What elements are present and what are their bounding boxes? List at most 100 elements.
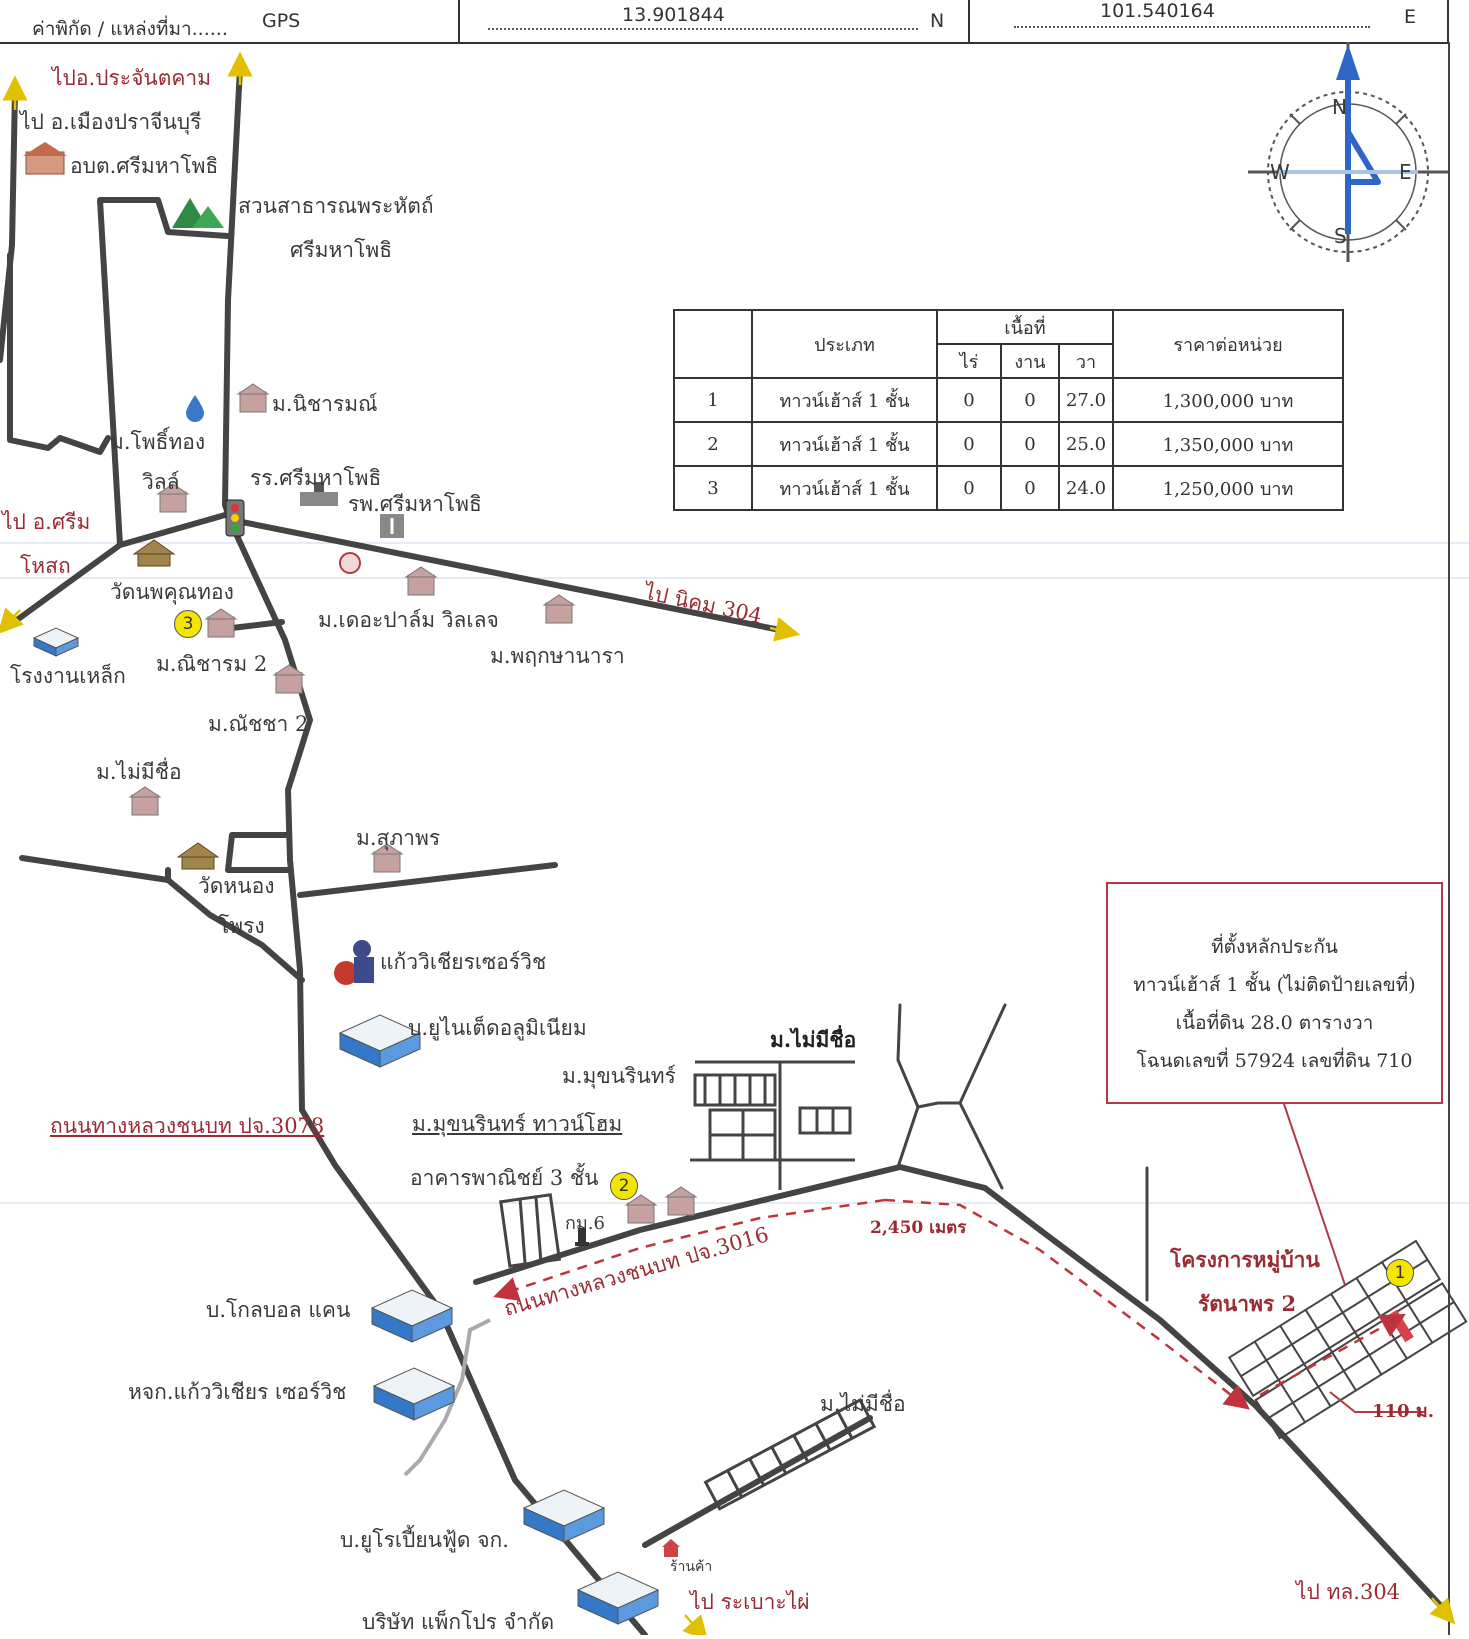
label-pakpro: บริษัท แพ็กโปร จำกัด — [362, 1610, 555, 1634]
road-bottom-branch — [642, 1415, 873, 1548]
label-steel: โรงงานเหล็ก — [10, 664, 126, 688]
label-nicharom: ม.นิชารมณ์ — [272, 392, 378, 416]
coordinate-source: GPS — [262, 10, 301, 32]
road-wat-nong — [19, 855, 305, 983]
label-phothong: ม.โพธิ์ทอง — [110, 430, 206, 454]
label-mukarin: ม.มุขนรินทร์ — [562, 1064, 676, 1088]
temple-icon — [132, 539, 176, 567]
table-row: 3 ทาวน์เฮ้าส์ 1 ชั้น 0 0 24.0 1,250,000 … — [673, 465, 1344, 511]
label-phruksa: ม.พฤกษานารา — [490, 644, 625, 668]
km-post-icon — [575, 1228, 589, 1246]
label-road-3078: ถนนทางหลวงชนบท ปจ.3078 — [50, 1114, 325, 1138]
coordinate-bar: ค่าพิกัด / แหล่งที่มา...... GPS 13.90184… — [0, 0, 1449, 44]
label-wat-nong-2: โพรง — [218, 914, 265, 938]
label-villa: วิลล์ — [142, 470, 180, 494]
gas-station-icon — [186, 395, 204, 422]
label-to-si-2: โหสถ — [20, 554, 71, 578]
label-to-prachantakham: ไปอ.ประจันตคาม — [52, 66, 212, 90]
col-area-header: เนื้อที่ — [936, 309, 1114, 345]
label-shop: ร้านค้า — [670, 1559, 713, 1575]
label-mukarin-townhome: ม.มุขนรินทร์ ทาวน์โฮม — [412, 1112, 623, 1136]
house-icon — [204, 608, 238, 638]
factory-icon — [370, 1289, 454, 1343]
box-pointer — [1283, 1103, 1346, 1286]
road-wat-loop — [225, 832, 293, 873]
road-spur-c — [958, 1003, 1007, 1105]
label-distance-2450: 2,450 เมตร — [870, 1218, 967, 1238]
mechanic-icon — [334, 940, 374, 985]
road-east-supaporn — [297, 862, 558, 898]
label-kaew-ltd: หจก.แก้ววิเชียร เซอร์วิช — [128, 1380, 347, 1404]
collateral-line-3: เนื้อที่ดิน 28.0 ตารางวา — [1175, 1012, 1374, 1034]
label-supaporn: ม.สุภาพร — [356, 826, 441, 850]
label-mai-mi-2: ม.ไม่มีชื่อ — [770, 1027, 857, 1052]
label-euro-food: บ.ยูโรเปี้ยนฟู้ด จก. — [340, 1528, 509, 1552]
road-spur-nicharom2 — [229, 619, 285, 631]
road-west-outer — [0, 87, 18, 363]
label-mai-mi-1: ม.ไม่มีชื่อ — [96, 760, 182, 784]
road-spur-a — [896, 1101, 1004, 1190]
label-wat-nong-1: วัดหนอง — [198, 874, 275, 898]
latitude-cell: 13.901844 N — [460, 0, 970, 42]
collateral-location-box: ที่ตั้งหลักประกัน ทาวน์เฮ้าส์ 1 ชั้น (ไม… — [1106, 882, 1443, 1104]
route-dashed-3016 — [493, 1198, 886, 1301]
label-km6: กม.6 — [565, 1213, 605, 1234]
factory-icons — [32, 627, 660, 1625]
label-to-si-1: ไป อ.ศรีม — [2, 510, 91, 534]
house-icon — [236, 383, 270, 413]
marker-3: 3 — [174, 610, 202, 638]
collateral-line-4: โฉนดเลขที่ 57924 เลขที่ดิน 710 — [1136, 1050, 1413, 1072]
coordinate-source-cell: ค่าพิกัด / แหล่งที่มา...... GPS — [0, 0, 460, 42]
col-type-header: ประเภท — [751, 309, 938, 379]
distance-110-leader — [1329, 1391, 1425, 1413]
label-commercial: อาคารพาณิชย์ 3 ชั้น — [410, 1166, 599, 1190]
label-to-mueang-prachin: ไป อ.เมืองปราจีนบุรี — [20, 110, 202, 134]
marker-2: 2 — [610, 1172, 638, 1200]
col-ngan-header: งาน — [1000, 343, 1060, 379]
label-mai-mi-3: ม.ไม่มีชื่อ — [820, 1392, 906, 1416]
compass-north: N — [1332, 95, 1347, 119]
factory-icon — [32, 627, 80, 657]
hospital-icon — [380, 514, 404, 538]
house-icon — [664, 1186, 698, 1216]
label-hospital: รพ.ศรีมหาโพธิ — [348, 492, 482, 516]
tree-icon — [172, 198, 224, 228]
house-icon — [156, 483, 190, 513]
latitude-suffix: N — [930, 10, 945, 32]
label-distance-110: 110 ม. — [1372, 1401, 1434, 1422]
temple-icon — [176, 842, 220, 870]
temple-icons — [132, 539, 220, 870]
col-price-header: ราคาต่อหน่วย — [1112, 309, 1344, 379]
label-to-rabob: ไป ระเบาะไผ่ — [690, 1590, 810, 1614]
label-united-alu: บ.ยูไนเต็ดอลูมิเนียม — [408, 1016, 587, 1040]
house-icons — [128, 383, 698, 1224]
label-park-1: สวนสาธารณพระหัตถ์ — [238, 194, 434, 218]
factory-icon — [338, 1014, 422, 1068]
road-west-loop — [97, 197, 231, 548]
factory-icon — [576, 1571, 660, 1625]
house-icon — [128, 786, 162, 816]
house-icon — [624, 1194, 658, 1224]
police-icon — [339, 552, 361, 574]
table-row: 1 ทาวน์เฮ้าส์ 1 ชั้น 0 0 27.0 1,300,000 … — [673, 377, 1344, 423]
label-natcha2: ม.ณัชชา 2 — [208, 712, 309, 736]
factory-icon — [372, 1367, 456, 1421]
compass-east: E — [1399, 160, 1412, 184]
house-icon — [272, 664, 306, 694]
road-spur-b — [896, 1003, 920, 1109]
marker-1: 1 — [1386, 1259, 1414, 1287]
label-school: รร.ศรีมหาโพธิ — [250, 466, 382, 490]
col-wa-header: วา — [1058, 343, 1114, 379]
label-park-2: ศรีมหาโพธิ — [290, 238, 393, 262]
route-dashed-project — [1259, 1313, 1406, 1397]
ruled-lines — [0, 542, 1469, 1204]
label-nicharom2: ม.ณิชารม 2 — [156, 652, 268, 676]
col-rai-header: ไร่ — [936, 343, 1002, 379]
coordinate-label: ค่าพิกัด / แหล่งที่มา...... — [32, 18, 228, 40]
label-project-1: โครงการหมู่บ้าน — [1170, 1247, 1320, 1272]
shop-icon — [662, 1539, 680, 1557]
label-to-304: ไป ทล.304 — [1296, 1580, 1401, 1604]
table-row: 2 ทาวน์เฮ้าส์ 1 ชั้น 0 0 25.0 1,350,000 … — [673, 421, 1344, 467]
road-west-inner — [7, 252, 111, 455]
